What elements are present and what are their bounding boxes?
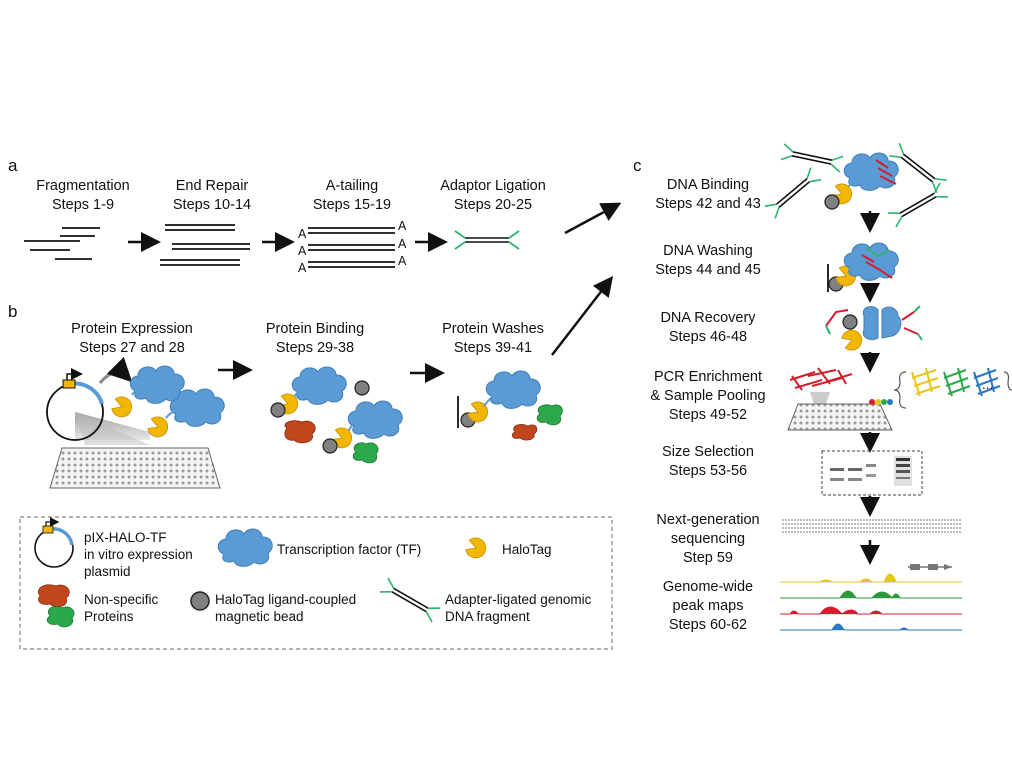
step-fragmentation: Fragmentation Steps 1-9 [23, 177, 143, 215]
legend-bead-line1: HaloTag ligand-coupled [215, 592, 357, 607]
step-range: Steps 60-62 [668, 617, 748, 633]
dna-recovery-icon [825, 305, 923, 353]
legend-nonspecific-label: Non-specific Proteins [84, 591, 158, 625]
step-name-2: & Sample Pooling [650, 388, 766, 404]
a-tail-label: A [398, 237, 407, 251]
step-peak-maps: Genome-wide peak maps Steps 60-62 [633, 578, 783, 635]
step-name: Size Selection [662, 444, 754, 460]
a-tail-label: A [298, 261, 307, 275]
panel-a-label: a [8, 156, 18, 175]
adapter-ligated-dna-icon [454, 230, 520, 250]
step-range: Steps 39-41 [453, 340, 533, 356]
step-name: DNA Recovery [660, 310, 756, 326]
legend-plasmid-icon [34, 517, 74, 568]
legend-nonspecific-line2: Proteins [84, 609, 134, 624]
step-name: End Repair [175, 178, 249, 194]
step-name: PCR Enrichment [654, 369, 762, 385]
step-name: Protein Expression [71, 321, 193, 337]
pcr-enrichment-icon [787, 367, 1012, 431]
step-name: Protein Binding [265, 321, 365, 337]
step-range: Steps 29-38 [275, 340, 355, 356]
a-tail-label: A [398, 254, 407, 268]
step-dna-binding: DNA Binding Steps 42 and 43 [638, 176, 778, 214]
legend-tf-icon [217, 528, 273, 567]
legend-box [19, 516, 613, 650]
step-range: Steps 10-14 [172, 197, 252, 213]
legend-plasmid-line1: pIX-HALO-TF [84, 530, 167, 545]
step-range: Steps 53-56 [668, 463, 748, 479]
step-name: Fragmentation [36, 178, 130, 194]
protein-binding-icon [270, 366, 403, 464]
legend-plasmid-label: pIX-HALO-TF in vitro expression plasmid [84, 529, 193, 580]
step-range: Steps 15-19 [312, 197, 392, 213]
size-selection-gel-icon [821, 450, 923, 496]
gene-track-icon [908, 564, 952, 570]
peak-maps-icon [780, 564, 962, 631]
well-plate-icon [49, 447, 221, 489]
protein-washes-icon [457, 370, 563, 441]
step-adaptor-ligation: Adaptor Ligation Steps 20-25 [428, 177, 558, 215]
step-name: Next-generation [656, 512, 760, 528]
legend-plasmid-line2: in vitro expression [84, 547, 193, 562]
a-tail-label: A [298, 227, 307, 241]
step-name: Adaptor Ligation [440, 178, 546, 194]
panel-b-label: b [8, 302, 18, 321]
step-name: A-tailing [325, 178, 379, 194]
dna-binding-icon [764, 142, 949, 228]
step-name-2: sequencing [670, 531, 746, 547]
legend-halotag-label: HaloTag [502, 542, 552, 557]
legend-dna-fragment-label: Adapter-ligated genomic DNA fragment [445, 591, 591, 625]
step-range: Steps 49-52 [668, 407, 748, 423]
step-protein-expression: Protein Expression Steps 27 and 28 [52, 320, 212, 358]
a-tailed-dna-icon [308, 227, 395, 268]
step-name: Protein Washes [442, 321, 544, 337]
dna-washing-icon [827, 242, 899, 292]
panel-c-label: c [633, 156, 642, 175]
step-range: Steps 44 and 45 [655, 262, 761, 278]
step-next-gen-sequencing: Next-generation sequencing Step 59 [633, 511, 783, 568]
legend-dna-line1: Adapter-ligated genomic [445, 592, 592, 607]
plasmid-icon [46, 368, 104, 441]
pooling-ellipsis: ... [982, 377, 994, 392]
step-pcr-enrichment: PCR Enrichment & Sample Pooling Steps 49… [633, 368, 783, 425]
legend-dna-line2: DNA fragment [445, 609, 530, 624]
step-protein-binding: Protein Binding Steps 29-38 [250, 320, 380, 358]
step-end-repair: End Repair Steps 10-14 [152, 177, 272, 215]
panel-c-graphics [764, 142, 1012, 631]
step-range: Steps 20-25 [453, 197, 533, 213]
repaired-dna-icon [160, 224, 250, 266]
step-size-selection: Size Selection Steps 53-56 [638, 443, 778, 481]
step-name: Genome-wide [662, 579, 754, 595]
panel-b-graphics [46, 276, 614, 489]
a-tail-label: A [298, 244, 307, 258]
legend-bead-label: HaloTag ligand-coupled magnetic bead [215, 591, 356, 625]
legend-bead-line2: magnetic bead [215, 609, 304, 624]
panel-a-graphics [24, 202, 622, 268]
legend-bead-icon [190, 591, 210, 611]
a-tail-label: A [398, 219, 407, 233]
step-dna-recovery: DNA Recovery Steps 46-48 [638, 309, 778, 347]
step-name-2: peak maps [672, 598, 744, 614]
legend-halotag-icon [463, 535, 489, 562]
step-dna-washing: DNA Washing Steps 44 and 45 [638, 242, 778, 280]
legend-tf-label: Transcription factor (TF) [277, 542, 422, 557]
legend-plasmid-line3: plasmid [84, 564, 131, 579]
step-name: DNA Washing [663, 243, 753, 259]
legend-dna-fragment-icon [380, 577, 440, 623]
step-name: DNA Binding [666, 177, 750, 193]
step-range: Steps 42 and 43 [655, 196, 761, 212]
step-range: Steps 27 and 28 [79, 340, 185, 356]
legend-nonspecific-line1: Non-specific [84, 592, 159, 607]
step-range: Steps 46-48 [668, 329, 748, 345]
step-a-tailing: A-tailing Steps 15-19 [292, 177, 412, 215]
sequencing-reads-icon [782, 519, 962, 533]
legend-nonspecific-icon [38, 584, 75, 628]
step-range: Steps 1-9 [51, 197, 115, 213]
step-range: Step 59 [683, 550, 733, 566]
fragmented-dna-icon [24, 227, 100, 260]
step-protein-washes: Protein Washes Steps 39-41 [428, 320, 558, 358]
